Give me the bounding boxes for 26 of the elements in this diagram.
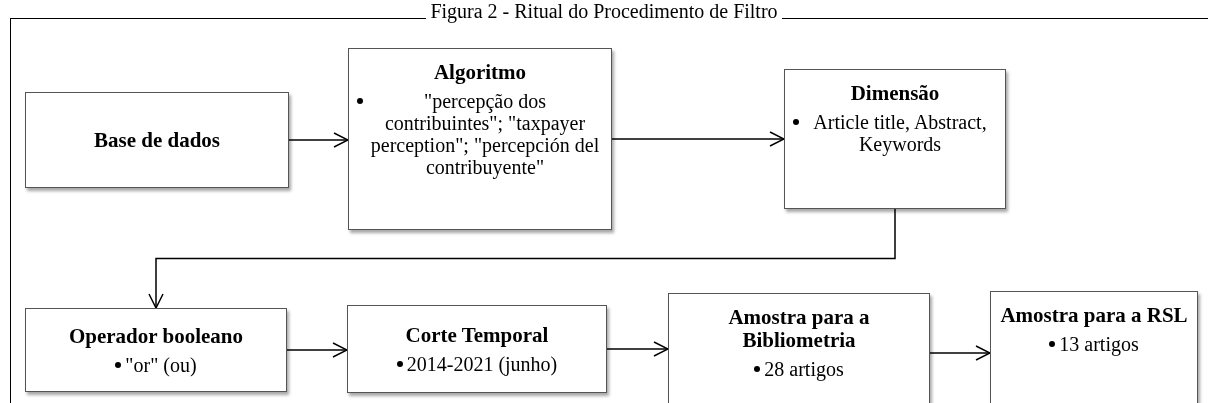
bullet-text: 28 artigos bbox=[764, 358, 844, 380]
process-box bbox=[348, 48, 612, 230]
box-heading: Corte Temporal bbox=[405, 323, 549, 347]
process-box bbox=[668, 293, 930, 403]
process-box bbox=[347, 305, 607, 393]
box-heading: Algoritmo bbox=[433, 61, 527, 84]
arrow bbox=[286, 342, 348, 358]
bullet-text: "percepção dos contribuintes"; "taxpayer perception"; "percepción del contribuyente" bbox=[369, 90, 601, 178]
bullet-text: 2014-2021 (junho) bbox=[406, 352, 558, 375]
box-heading: Operador booleano bbox=[68, 324, 243, 348]
arrow bbox=[929, 345, 991, 361]
process-box bbox=[784, 69, 1006, 209]
arrow bbox=[606, 341, 669, 357]
process-box bbox=[25, 308, 287, 392]
box-heading: Dimensão bbox=[850, 82, 940, 105]
process-box bbox=[25, 92, 289, 188]
arrow bbox=[611, 131, 785, 147]
box-heading: Amostra para a Bibliometria bbox=[727, 306, 871, 352]
process-box bbox=[990, 291, 1198, 403]
arrow bbox=[288, 132, 349, 148]
bullet-text: 13 artigos bbox=[1059, 333, 1139, 355]
arrow bbox=[148, 208, 896, 309]
bullet-text: "or" (ou) bbox=[125, 353, 197, 376]
box-heading: Base de dados bbox=[94, 128, 220, 152]
box-heading: Amostra para a RSL bbox=[1000, 304, 1188, 327]
bullet-text: Article title, Abstract, Keywords bbox=[812, 111, 988, 155]
